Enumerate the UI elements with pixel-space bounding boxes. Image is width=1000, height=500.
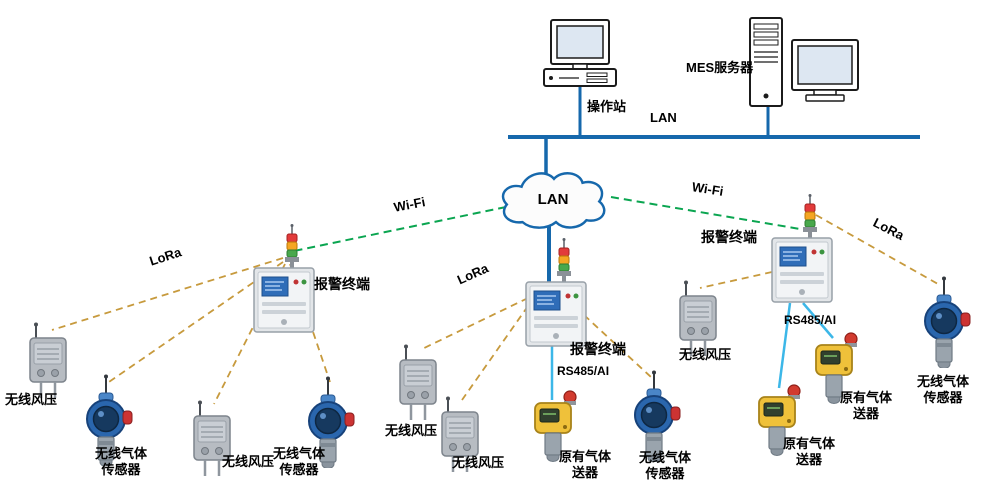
wind-pressure-sensor-5 xyxy=(678,280,718,358)
wireless-gas-label-1: 无线气体传感器 xyxy=(94,446,147,478)
wifi-link-cloud-t3 xyxy=(610,196,807,231)
wireless-gas-sensor-3 xyxy=(634,370,681,462)
existing-transmitter-label-2: 原有气体送器 xyxy=(782,436,835,468)
lora-link-t2-wind3 xyxy=(419,297,529,351)
wind-pressure-sensor-3 xyxy=(398,344,438,422)
lan-line-label: LAN xyxy=(650,110,677,125)
rs485-link-t3-tx2 xyxy=(777,302,792,389)
lora-link-t2-gas3 xyxy=(583,314,653,379)
cloud-lan-label: LAN xyxy=(537,191,569,208)
rs485-link-t3-tx3 xyxy=(802,302,834,339)
lora-link-t2-wind4 xyxy=(461,305,529,401)
lora-link-t3-wind5 xyxy=(699,271,773,289)
alarm-terminal-3 xyxy=(771,194,833,303)
operator-station-computer xyxy=(543,19,617,87)
rs485-label-1: RS485/AI xyxy=(557,364,610,378)
alarm-terminal-1 xyxy=(253,224,315,333)
wind-pressure-label-5: 无线风压 xyxy=(679,347,732,362)
wind-pressure-label-4: 无线风压 xyxy=(452,455,505,470)
wind-pressure-label-1: 无线风压 xyxy=(5,392,58,407)
existing-transmitter-label-1: 原有气体送器 xyxy=(558,449,611,481)
wireless-gas-label-4: 无线气体传感器 xyxy=(916,374,969,406)
wireless-gas-label-2: 无线气体传感器 xyxy=(272,446,325,478)
lora-link-t1-wind1 xyxy=(51,257,284,331)
rs485-label-2: RS485/AI xyxy=(784,313,837,327)
operator-station-label: 操作站 xyxy=(587,99,627,114)
existing-transmitter-label-3: 原有气体送器 xyxy=(839,390,892,422)
wind-pressure-label-3: 无线风压 xyxy=(385,423,438,438)
alarm-terminal-2-label: 报警终端 xyxy=(570,341,626,357)
mes-server-computer xyxy=(749,17,859,107)
wireless-gas-label-3: 无线气体传感器 xyxy=(638,450,691,482)
wireless-gas-sensor-4 xyxy=(924,276,971,368)
alarm-terminal-1-label: 报警终端 xyxy=(314,276,370,292)
wind-pressure-label-2: 无线风压 xyxy=(222,454,275,469)
wind-pressure-sensor-1 xyxy=(28,322,68,400)
alarm-terminal-2 xyxy=(525,238,587,347)
wifi-link-cloud-t1 xyxy=(293,206,507,252)
alarm-terminal-3-label: 报警终端 xyxy=(701,229,757,245)
mes-server-label: MES服务器 xyxy=(686,60,754,75)
